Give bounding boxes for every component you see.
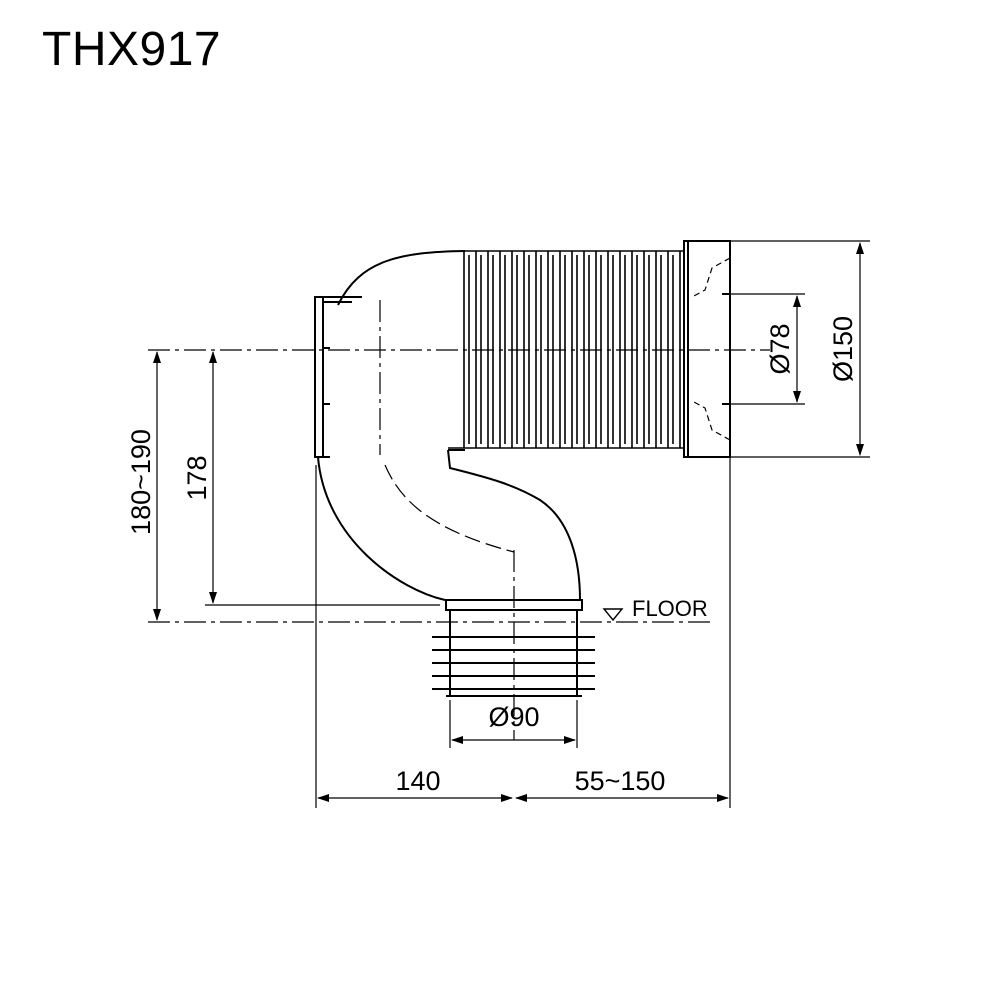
dim-outlet-diameter: Ø78 bbox=[765, 323, 795, 374]
corrugated-section bbox=[448, 250, 686, 449]
dim-height-range: 180~190 bbox=[126, 429, 156, 535]
pipe-body bbox=[314, 250, 581, 601]
center-lines bbox=[148, 300, 770, 740]
dimension-lines bbox=[153, 240, 870, 808]
dim-extension: 55~150 bbox=[575, 766, 666, 796]
dim-pipe-diameter: Ø90 bbox=[488, 702, 539, 732]
dim-height: 178 bbox=[182, 455, 212, 500]
floor-marker: FLOOR bbox=[602, 596, 708, 622]
dim-flange-diameter: Ø150 bbox=[828, 316, 858, 382]
end-flange bbox=[683, 240, 731, 458]
dimension-texts: 180~190 178 Ø78 Ø150 Ø90 140 55~150 bbox=[126, 316, 858, 796]
drawing-title: THX917 bbox=[42, 23, 222, 76]
triangle-down-icon bbox=[602, 608, 624, 622]
floor-label: FLOOR bbox=[632, 596, 708, 621]
dim-offset: 140 bbox=[395, 766, 440, 796]
